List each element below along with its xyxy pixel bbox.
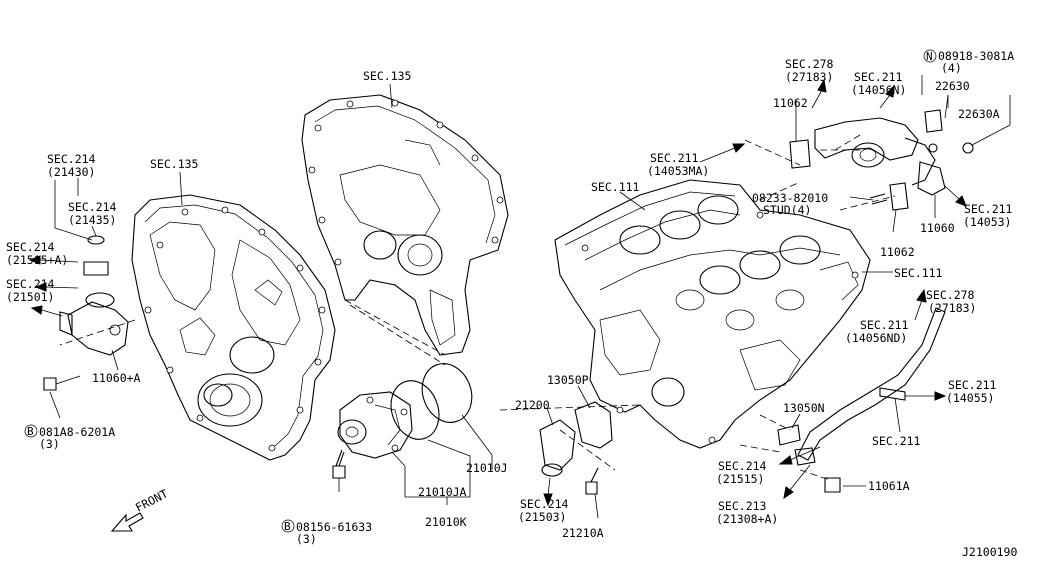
bolt-08156	[332, 449, 346, 479]
label-11062-top: 11062	[773, 96, 808, 110]
label-22630: 22630	[935, 79, 970, 93]
label-nut-08918-b: (4)	[941, 61, 962, 75]
label-sec213-21308a-a: SEC.213	[718, 499, 767, 513]
label-sec214-21515a-b: (21515+A)	[6, 253, 68, 267]
label-sec214-21503-b: (21503)	[518, 510, 566, 524]
label-sec214-21515-b: (21515)	[716, 472, 764, 486]
gasket-21010j	[421, 363, 473, 423]
label-sec214-21430-b: (21430)	[47, 165, 95, 179]
label-22630a: 22630A	[958, 107, 1000, 121]
front-timing-cover	[131, 194, 336, 461]
gasket-21010ja	[390, 380, 440, 440]
leader-lines	[49, 75, 1011, 519]
circle-n-marker	[923, 49, 937, 63]
label-sec211-14053ma-a: SEC.211	[650, 151, 699, 165]
label-bolt-08156-a: 08156-61633	[296, 520, 372, 534]
label-11060: 11060	[920, 221, 955, 235]
engine-block	[554, 179, 871, 449]
label-circle-n: N	[926, 50, 933, 63]
label-sec214-21501-b: (21501)	[6, 290, 54, 304]
label-sec278-right-b: (27183)	[928, 301, 976, 315]
label-11060a: 11060+A	[92, 371, 141, 385]
label-13050n: 13050N	[783, 401, 825, 415]
label-circle-b-2: B	[284, 520, 291, 533]
gasket-13050n	[777, 424, 801, 446]
label-stud-b: STUD(4)	[763, 203, 811, 217]
circle-b-marker	[24, 424, 38, 438]
water-outlet-pipe	[789, 109, 974, 211]
label-11062-bottom: 11062	[880, 245, 915, 259]
label-11061a: 11061A	[868, 479, 910, 493]
label-sec214-21435-b: (21435)	[68, 213, 116, 227]
circle-b-marker-2	[281, 519, 295, 533]
front-direction-indicator: FRONT	[110, 486, 170, 532]
label-sec211-14056nd-a: SEC.211	[860, 318, 909, 332]
label-sec213-21308a-b: (21308+A)	[716, 512, 778, 526]
label-sec111-b: SEC.111	[894, 266, 943, 280]
assembly-lines	[59, 134, 896, 481]
label-bolt-081a8-b: (3)	[39, 437, 60, 451]
label-21210a: 21210A	[562, 526, 604, 540]
label-bolt-08156-b: (3)	[296, 532, 317, 546]
heater-pipe	[794, 307, 946, 493]
gasket-13050p	[574, 401, 613, 449]
label-nut-08918-a: 08918-3081A	[938, 49, 1014, 63]
label-sec211-14056nd-b: (14056ND)	[845, 331, 907, 345]
label-sec211-14056n-b: (14056N)	[851, 83, 906, 97]
rear-timing-cover	[301, 94, 509, 356]
label-21010ja: 21010JA	[418, 485, 467, 499]
label-sec278-top-b: (27183)	[785, 70, 833, 84]
label-sec211-14053-a: SEC.211	[964, 202, 1013, 216]
water-pump	[337, 391, 413, 459]
label-circle-b: B	[27, 425, 34, 438]
label-sec214-21503-a: SEC.214	[520, 497, 569, 511]
label-sec214-21435-a: SEC.214	[68, 200, 117, 214]
label-bolt-081a8-a: 081A8-6201A	[39, 425, 115, 439]
diagram-id: J2100190	[962, 545, 1017, 559]
label-sec278-right-a: SEC.278	[926, 288, 975, 302]
label-sec214-21501-a: SEC.214	[6, 277, 55, 291]
label-13050p: 13050P	[547, 373, 589, 387]
label-21010k: 21010K	[425, 515, 467, 529]
label-sec135-top: SEC.135	[363, 69, 411, 83]
labels: SEC.135 SEC.135 SEC.214 (21430) SEC.214 …	[6, 49, 1017, 559]
label-sec211-14055-b: (14055)	[946, 391, 994, 405]
label-sec214-21430-a: SEC.214	[47, 152, 96, 166]
label-sec211-plain: SEC.211	[872, 434, 921, 448]
direction-arrows	[28, 78, 967, 507]
label-21010j: 21010J	[466, 461, 508, 475]
label-sec211-14056n-a: SEC.211	[854, 70, 903, 84]
label-sec211-14053ma-b: (14053MA)	[647, 164, 709, 178]
bolt-21210a	[585, 467, 599, 495]
label-21200: 21200	[515, 398, 550, 412]
label-sec214-21515-a: SEC.214	[718, 459, 767, 473]
label-sec135-left: SEC.135	[150, 157, 198, 171]
label-stud-a: 08233-82010	[752, 191, 828, 205]
label-sec214-21515a-a: SEC.214	[6, 240, 55, 254]
label-sec211-14055-a: SEC.211	[948, 378, 997, 392]
label-sec278-top-a: SEC.278	[785, 57, 834, 71]
label-sec211-14053-b: (14053)	[963, 215, 1011, 229]
front-label: FRONT	[133, 486, 170, 514]
water-inlet-21200	[539, 419, 576, 477]
label-sec111-a: SEC.111	[591, 180, 640, 194]
